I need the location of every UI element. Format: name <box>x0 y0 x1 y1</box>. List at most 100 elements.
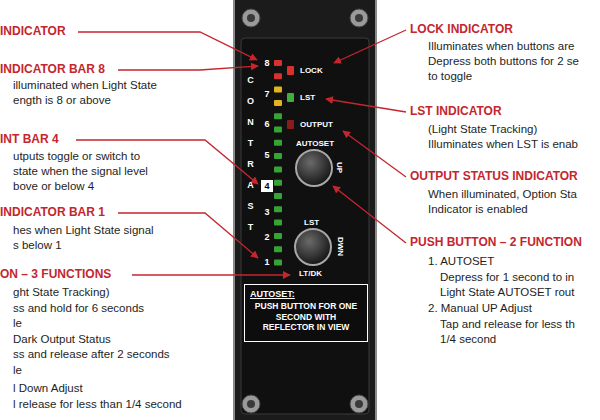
panel-label: LST <box>304 218 319 227</box>
callout-text: s below 1 <box>13 239 62 252</box>
led-segment <box>274 206 282 212</box>
push-button <box>295 150 332 265</box>
callout-text: le <box>13 317 22 330</box>
callout-text: hes when Light State signal <box>13 224 154 237</box>
callout-text: illuminated when Light State <box>13 79 157 92</box>
callout-text: l Down Adjust <box>13 382 83 395</box>
led-segment <box>274 233 282 239</box>
box-text: PUSH BUTTON FOR ONE SECOND WITH REFLECTO… <box>250 301 362 333</box>
callout-text: ength is 8 or above <box>13 94 111 107</box>
callout-heading: INT BAR 4 <box>0 133 59 147</box>
drawing-part <box>334 30 406 63</box>
drawing-part <box>287 66 294 75</box>
led-segment <box>274 127 282 133</box>
scale-legend: CONTRAST <box>246 70 255 238</box>
led-segment <box>274 73 282 79</box>
callout-heading: INDICATOR <box>0 25 66 39</box>
status-led <box>287 66 294 129</box>
callout-heading: LOCK INDICATOR <box>410 23 513 37</box>
bar-number: 2 <box>262 232 272 242</box>
callout-text: When illuminated, Option Sta <box>428 188 577 201</box>
callout-text: Dark Output Status <box>13 333 111 346</box>
callout-text: Depress for 1 second to in <box>440 271 574 284</box>
led-segment <box>274 220 282 226</box>
callout-text: Tap and release for less th <box>440 318 575 331</box>
drawing-part <box>296 150 332 186</box>
callout-text: 1. AUTOSET <box>428 255 494 268</box>
panel-label: LST <box>300 93 315 102</box>
callout-text: 2. Manual UP Adjust <box>428 302 532 315</box>
led-segment <box>274 87 282 93</box>
drawing-part <box>343 131 406 177</box>
callout-text: utputs toggle or switch to <box>13 150 140 163</box>
drawing-part <box>295 229 331 265</box>
callout-text: Illuminates when LST is enab <box>428 138 578 151</box>
callout-text: Indicator is enabled <box>428 203 528 216</box>
bar-number: 8 <box>262 58 272 68</box>
callout-text: 1/4 second <box>440 333 496 346</box>
bar-number: 1 <box>262 257 272 267</box>
panel-label: LT/DK <box>299 269 322 278</box>
led-segment <box>274 153 282 159</box>
drawing-part <box>333 186 406 243</box>
drawing-part <box>118 66 258 70</box>
drawing-part <box>287 93 294 102</box>
callout-text: to toggle <box>428 70 472 83</box>
drawing-part <box>132 274 290 275</box>
callout-heading: OUTPUT STATUS INDICATOR <box>410 170 578 184</box>
led-segment <box>274 140 282 146</box>
led-segment <box>274 60 282 66</box>
led-segment <box>274 113 282 119</box>
drawing-part <box>234 0 376 420</box>
led-bar <box>274 60 282 266</box>
led-segment <box>274 180 282 186</box>
callout-text: le <box>13 364 22 377</box>
panel-label: AUTOSET <box>296 139 334 148</box>
callout-heading: INDICATOR BAR 1 <box>0 206 105 220</box>
callout-text: state when the signal level <box>13 165 148 178</box>
drawing-part <box>242 9 260 27</box>
drawing-part <box>326 99 406 112</box>
instruction-box: AUTOSET: PUSH BUTTON FOR ONE SECOND WITH … <box>244 284 368 342</box>
callout-text: ss and release after 2 seconds <box>13 348 170 361</box>
box-heading: AUTOSET: <box>250 289 362 299</box>
drawing-part <box>247 14 255 22</box>
led-segment <box>274 193 282 199</box>
bar-number: 7 <box>262 89 272 99</box>
callout-text: Light State AUTOSET rout <box>440 286 574 299</box>
callout-heading: INDICATOR BAR 8 <box>0 63 105 77</box>
panel-label: LOCK <box>300 66 323 75</box>
led-segment <box>274 260 282 266</box>
mounting-screw <box>242 9 368 413</box>
drawing-part <box>241 38 369 414</box>
callout-text: Illuminates when buttons are <box>428 40 574 53</box>
callout-text: ss and hold for 6 seconds <box>13 302 144 315</box>
led-segment <box>274 166 282 172</box>
drawing-part <box>350 9 368 27</box>
led-segment <box>274 246 282 252</box>
drawing-part <box>287 120 294 129</box>
callout-heading: ON – 3 FUNCTIONS <box>0 268 111 282</box>
drawing-part <box>355 400 363 408</box>
callout-text: Depress both buttons for 2 se <box>428 55 579 68</box>
bar-number: 4 <box>262 181 272 191</box>
drawing-part <box>78 32 257 60</box>
sensor-housing <box>234 0 376 420</box>
drawing-part <box>355 14 363 22</box>
panel-label: DWN <box>336 237 345 256</box>
callout-text: l release for less than 1/4 second <box>13 398 182 411</box>
drawing-part <box>247 400 255 408</box>
drawing-part <box>350 395 368 413</box>
led-segment <box>274 100 282 106</box>
panel-label: OUTPUT <box>300 120 333 129</box>
callout-text: (Light State Tracking) <box>428 123 537 136</box>
drawing-part <box>242 395 260 413</box>
callout-heading: PUSH BUTTON – 2 FUNCTION <box>410 236 582 250</box>
bar-number: 6 <box>262 119 272 129</box>
callout-text: bove or below 4 <box>13 180 94 193</box>
callout-heading: LST INDICATOR <box>410 105 502 119</box>
bar-number: 3 <box>262 207 272 217</box>
callout-text: ght State Tracking) <box>13 286 110 299</box>
panel-label: UP <box>335 162 344 173</box>
